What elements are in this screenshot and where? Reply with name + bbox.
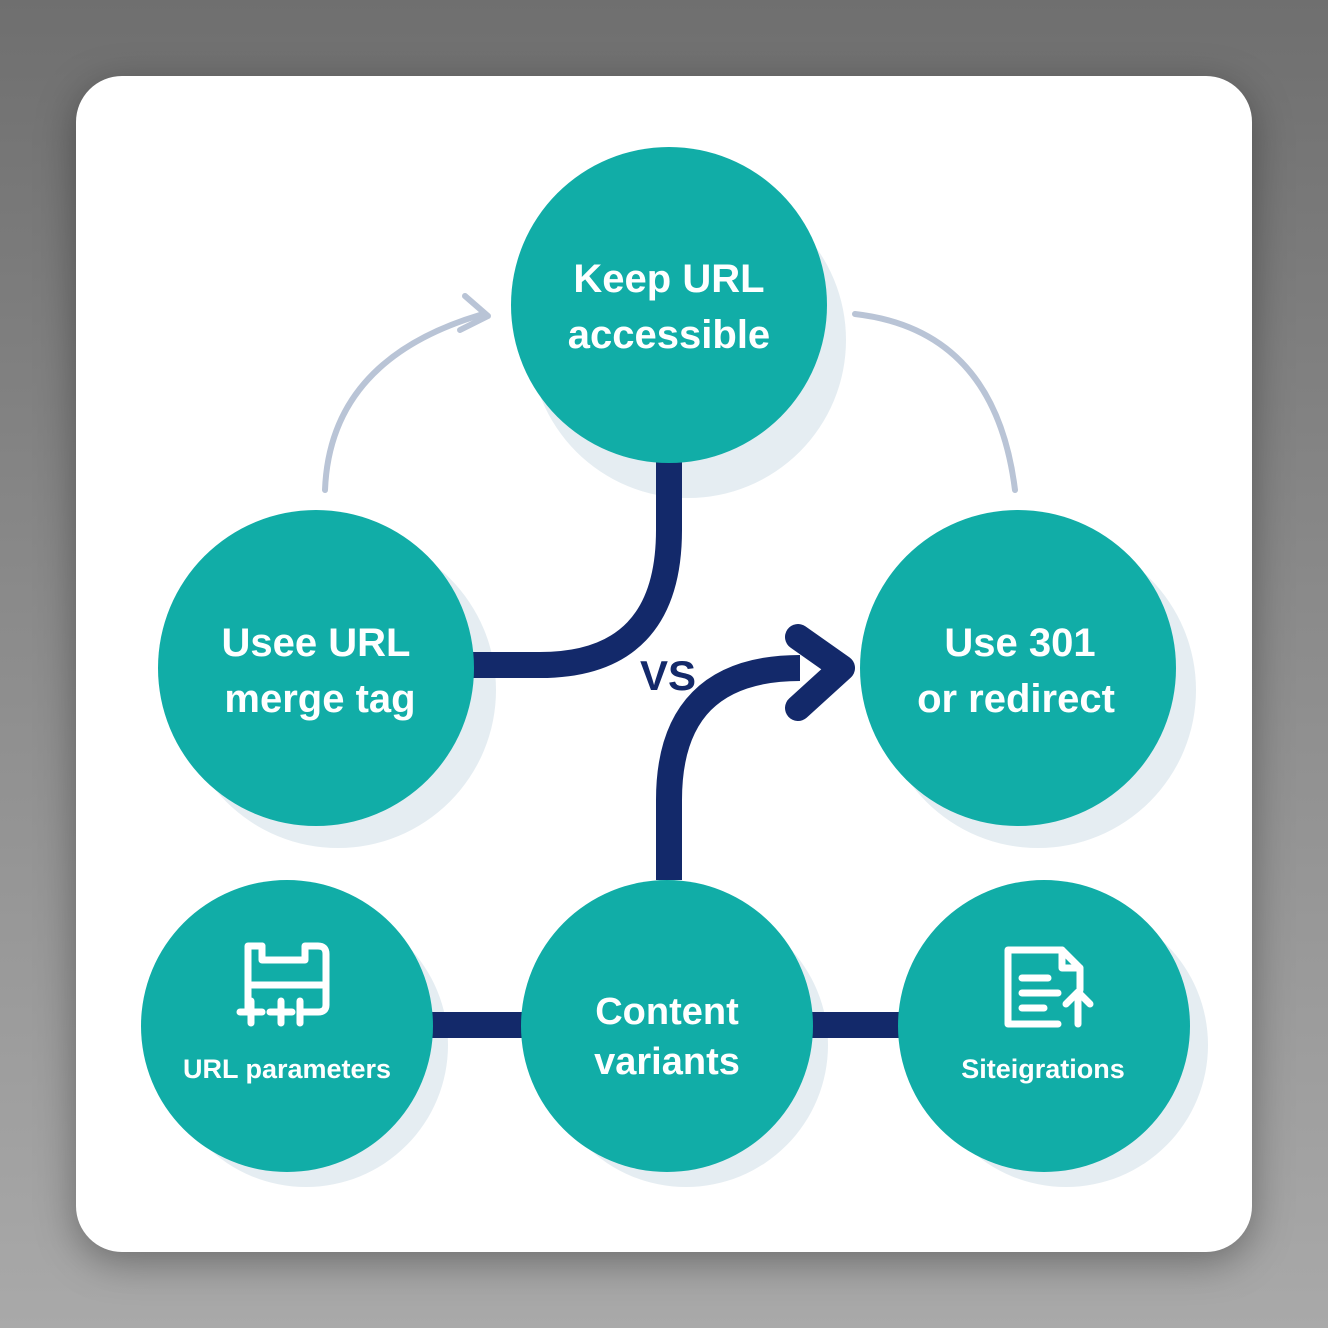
arc-top-to-right <box>852 311 1018 493</box>
url-parameters-icon <box>236 942 330 1027</box>
node-content-variants: Content variants <box>521 880 813 1172</box>
node-bottom-right-label: Siteigrations <box>961 1054 1125 1084</box>
connector-top-to-left <box>470 462 682 678</box>
node-use-301-or-redirect: Use 301 or redirect <box>860 510 1176 826</box>
light-connectors <box>322 293 1018 493</box>
node-bottom-center-line1: Content <box>595 991 739 1033</box>
node-left-line1: Usee URL <box>222 621 411 665</box>
arc-left-to-top <box>322 312 483 493</box>
node-top-line2: accessible <box>568 313 770 357</box>
node-left-line2: merge tag <box>224 677 415 721</box>
node-top-line1: Keep URL <box>573 257 764 301</box>
connector-center-arrowhead <box>785 624 855 721</box>
node-keep-url-accessible: Keep URL accessible <box>511 147 827 463</box>
node-siteigrations: Siteigrations <box>898 880 1190 1172</box>
node-url-parameters: URL parameters <box>141 880 433 1172</box>
connector-center-to-right <box>656 655 801 880</box>
node-bottom-center-line2: variants <box>594 1041 740 1083</box>
vs-label: VS <box>640 652 696 699</box>
dark-connectors <box>425 462 905 1038</box>
node-right-line2: or redirect <box>917 677 1115 721</box>
node-bottom-left-label: URL parameters <box>183 1054 391 1084</box>
document-upload-icon <box>1004 946 1094 1028</box>
arc-left-to-top-arrowhead <box>457 293 491 333</box>
node-right-line1: Use 301 <box>944 621 1095 665</box>
node-use-url-merge-tag: Usee URL merge tag <box>158 510 474 826</box>
